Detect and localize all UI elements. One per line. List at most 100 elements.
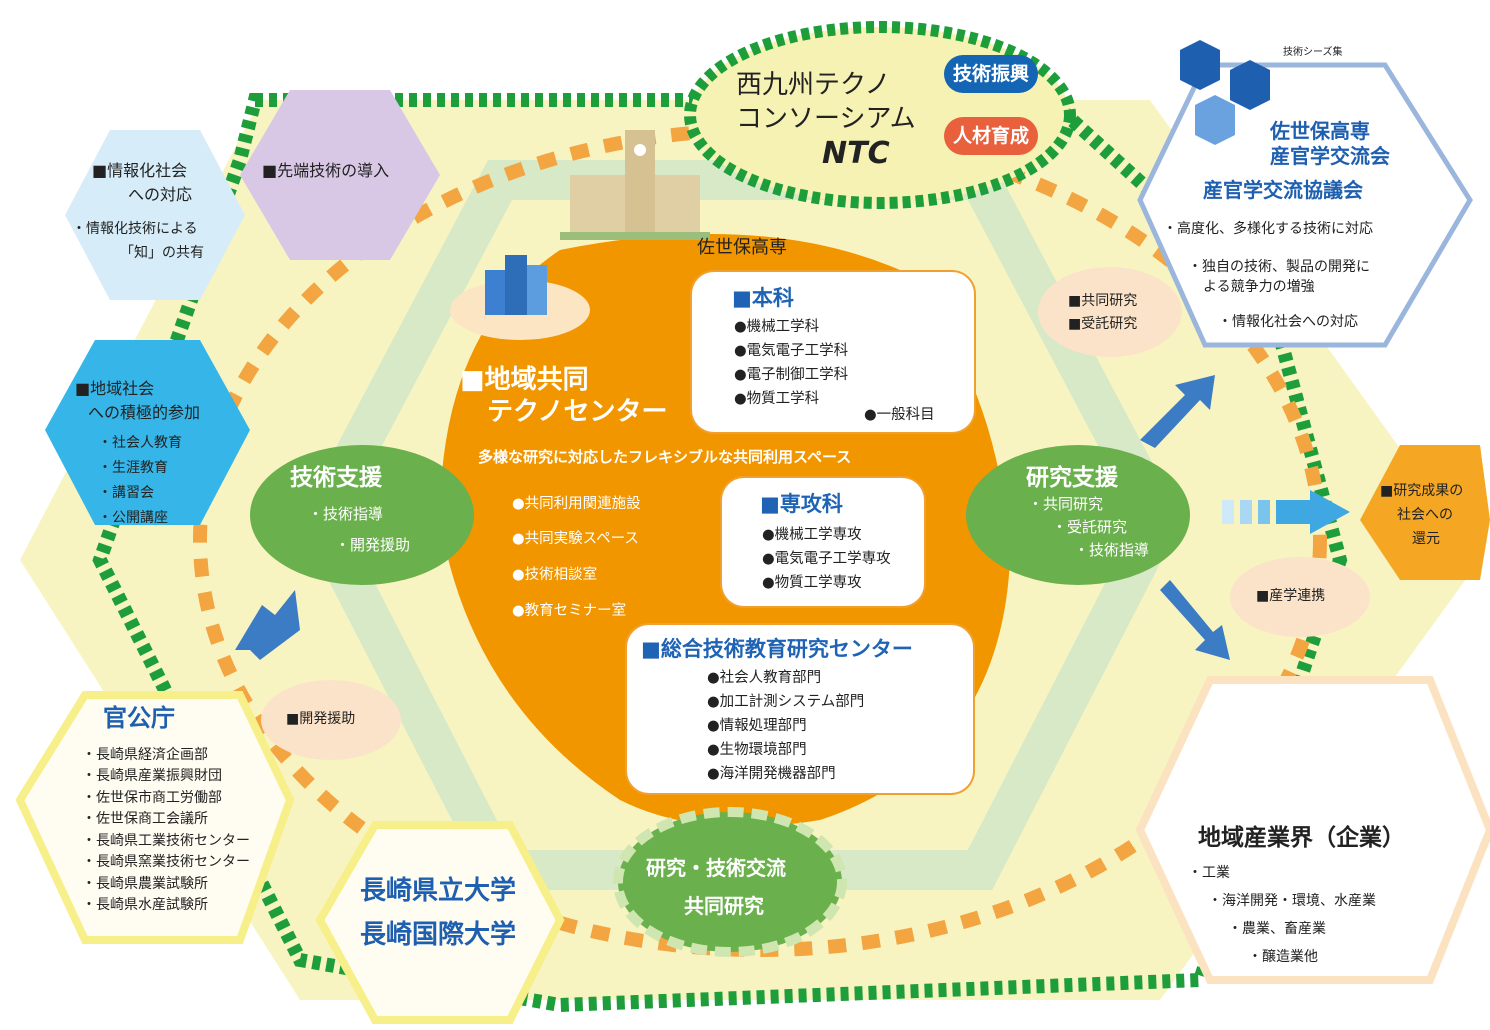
hex-chiiki-item: ・講習会 (98, 485, 154, 501)
kankocho-item: ・長崎県工業技術センター (82, 833, 250, 849)
sogo-box: ■総合技術教育研究センター ●社会人教育部門 ●加工計測システム部門 ●情報処理… (627, 625, 973, 793)
double-arrows (235, 375, 1230, 660)
koryu-line2: 共同研究 (684, 894, 764, 918)
hex-sangakukan-shape (1137, 62, 1473, 348)
hex-chiiki-item: ・生涯教育 (98, 460, 168, 476)
kankocho-item: ・長崎県産業振興財団 (82, 768, 222, 784)
arrow-kangen-icon (1222, 490, 1350, 534)
hex-sangakukan-title1: 佐世保高専 (1270, 119, 1370, 143)
senkou-item: ●電気電子工学専攻 (762, 551, 891, 567)
hex-chiiki-item: ・公開講座 (98, 510, 168, 526)
hex-sentan-shape (240, 90, 440, 260)
arrow-top-right-icon (1140, 375, 1215, 448)
center-title-1: ■地域共同 (460, 365, 589, 395)
kankocho-item: ・佐世保市商工労働部 (82, 790, 222, 806)
kenkyu-shien-item: ・技術指導 (1074, 541, 1150, 559)
hex-kangen-line2: 社会への (1397, 507, 1453, 523)
kenkyu-shien-item: ・受託研究 (1052, 518, 1128, 536)
hex-sangakukan-title2: 産官学交流会 (1270, 144, 1390, 168)
school-building-icon (560, 130, 710, 240)
honka-title: ■本科 (732, 286, 794, 310)
hex-kankocho-shape (15, 691, 295, 944)
gijutsu-shien-ellipse (250, 445, 474, 585)
kenkyu-shien-ellipse (966, 445, 1190, 585)
orange-dotted-ring (193, 123, 1327, 957)
gijutsu-shien-title: 技術支援 (290, 465, 382, 491)
bubble-kaihatsu-label: ■開発援助 (286, 711, 356, 727)
sangyokai-item: ・醸造業他 (1248, 949, 1318, 965)
honka-box: ■本科 ●機械工学科 ●電気電子工学科 ●電子制御工学科 ●物質工学科 ●一般科… (692, 272, 974, 432)
bubble-sangaku-label: ■産学連携 (1256, 588, 1326, 604)
hex-joho-item2: 「知」の共有 (120, 245, 204, 261)
sangyokai-item: ・工業 (1188, 865, 1230, 881)
ntc-line2: コンソーシアム (736, 104, 916, 134)
honka-item: ●物質工学科 (734, 391, 820, 407)
arrow-left-icon (235, 590, 300, 660)
bubble-kyodo-label-1: ■共同研究 (1068, 293, 1138, 309)
hex-sangyokai-title: 地域産業界（企業） (1198, 824, 1405, 851)
kankocho-item: ・長崎県水産試験所 (82, 897, 208, 913)
honka-item: ●電気電子工学科 (734, 343, 849, 359)
sangakukan-item: ・情報化社会への対応 (1218, 314, 1358, 330)
sogo-item: ●加工計測システム部門 (707, 694, 865, 710)
senkou-item: ●物質工学専攻 (762, 575, 862, 591)
facility-item: ●共同実験スペース (512, 531, 639, 547)
honka-item: ●電子制御工学科 (734, 367, 849, 383)
gijutsu-shien-item: ・開発援助 (335, 536, 411, 554)
senkou-item: ●機械工学専攻 (762, 527, 862, 543)
honka-general: ●一般科目 (864, 407, 935, 423)
hex-joho-shape (65, 130, 245, 300)
ntc-line1: 西九州テクノ (736, 70, 891, 100)
seeds-label: 技術シーズ集 (1283, 47, 1343, 58)
hex-sangakukan-title3: 産官学交流協議会 (1203, 178, 1363, 202)
sogo-item: ●海洋開発機器部門 (707, 766, 836, 782)
hex-kangen-shape (1360, 445, 1490, 580)
koryu-line1: 研究・技術交流 (646, 856, 786, 880)
facility-item: ●教育セミナー室 (512, 603, 627, 619)
ntc-badge-1: 技術振興 (944, 55, 1038, 93)
senkou-title: ■専攻科 (760, 492, 843, 516)
kankocho-item: ・長崎県窯業技術センター (82, 854, 250, 870)
sogo-item: ●社会人教育部門 (707, 670, 822, 686)
kenkyu-shien-item: ・共同研究 (1028, 495, 1104, 513)
bubble-kyodo-label-2: ■受託研究 (1068, 316, 1138, 332)
seeds-logo-icon (1180, 40, 1270, 145)
hex-daigaku-line1: 長崎県立大学 (360, 876, 517, 906)
arrow-bottom-right-icon (1160, 580, 1230, 660)
sangyokai-item: ・農業、畜産業 (1228, 921, 1326, 937)
hex-chiiki-title1: ■地域社会 (75, 379, 155, 398)
school-label: 佐世保高専 (697, 237, 787, 258)
sangyokai-item: ・海洋開発・環境、水産業 (1208, 893, 1376, 909)
hex-chiiki-shape (45, 340, 250, 525)
hex-joho-title1: ■情報化社会 (92, 161, 188, 180)
hex-kankocho-title: 官公庁 (103, 703, 175, 732)
center-subtitle: 多様な研究に対応したフレキシブルな共同利用スペース (478, 448, 852, 466)
kankocho-item: ・長崎県経済企画部 (82, 747, 208, 763)
sogo-item: ●生物環境部門 (707, 742, 807, 758)
sogo-item: ●情報処理部門 (707, 718, 807, 734)
sogo-title: ■総合技術教育研究センター (641, 637, 913, 661)
hex-kangen-line3: 還元 (1412, 531, 1440, 547)
koryu-ellipse (613, 807, 847, 957)
hex-joho-title2: への対応 (128, 185, 193, 204)
ntc-badge-2: 人材育成 (944, 117, 1038, 155)
facility-item: ●技術相談室 (512, 567, 598, 583)
bubble-kyodo (1038, 267, 1182, 357)
bubble-kaihatsu (261, 680, 401, 760)
sangakukan-item: よる競争力の増強 (1203, 279, 1315, 295)
honka-item: ●機械工学科 (734, 319, 820, 335)
hex-daigaku-line2: 長崎国際大学 (360, 920, 517, 950)
bubble-sangaku (1230, 557, 1370, 637)
kankocho-item: ・長崎県農業試験所 (82, 876, 208, 892)
hex-chiiki-item: ・社会人教育 (98, 435, 182, 451)
hex-daigaku-shape (315, 821, 565, 1024)
hex-joho-item1: ・情報化技術による (72, 221, 198, 237)
gijutsu-shien-item: ・技術指導 (308, 505, 384, 523)
sangakukan-item: ・独自の技術、製品の開発に (1188, 259, 1370, 275)
ntc-line3: NTC (822, 136, 890, 171)
kankocho-item: ・佐世保商工会議所 (82, 811, 208, 827)
senkou-box: ■専攻科 ●機械工学専攻 ●電気電子工学専攻 ●物質工学専攻 (722, 478, 924, 606)
hex-kangen-line1: ■研究成果の (1380, 483, 1464, 499)
facility-item: ●共同利用関連施設 (512, 496, 641, 512)
sangakukan-item: ・高度化、多様化する技術に対応 (1163, 221, 1373, 237)
